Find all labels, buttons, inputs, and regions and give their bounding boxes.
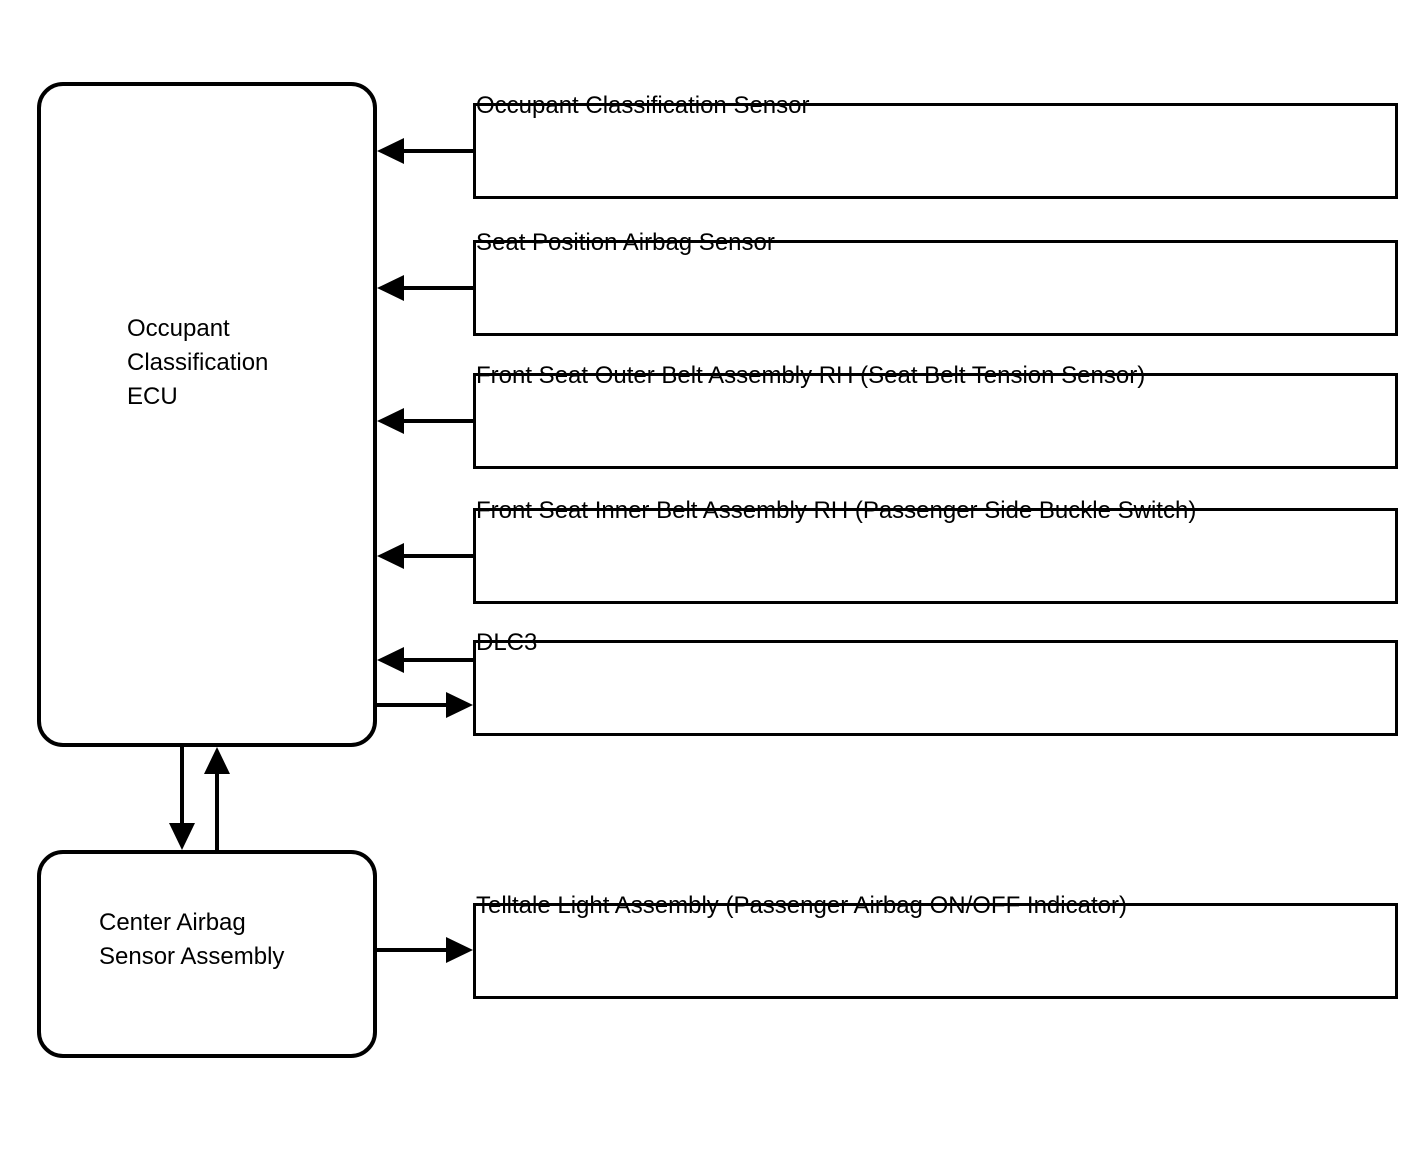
node-front-seat-inner-belt-assembly-rh[interactable]: Front Seat Inner Belt Assembly RH (Passe…: [473, 497, 1398, 604]
node-label-telltale-light-assembly: Telltale Light Assembly (Passenger Airba…: [476, 892, 1127, 919]
node-dlc3[interactable]: DLC3: [473, 629, 1398, 736]
connector-dlc3-to-ecu: [377, 647, 473, 673]
connector-center-airbag-to-telltale: [377, 937, 473, 963]
connector-ecu-to-dlc3: [377, 692, 473, 718]
node-occupant-classification-sensor[interactable]: Occupant Classification Sensor: [473, 92, 1398, 199]
node-label-center-airbag-sensor-assembly: Center Airbag Sensor Assembly: [99, 909, 285, 970]
node-label-dlc3: DLC3: [476, 629, 538, 656]
connector-center-airbag-to-ecu: [204, 747, 230, 850]
node-label-seat-position-airbag-sensor: Seat Position Airbag Sensor: [476, 229, 775, 256]
node-telltale-light-assembly[interactable]: Telltale Light Assembly (Passenger Airba…: [473, 892, 1398, 999]
node-center-airbag-sensor-assembly[interactable]: Center Airbag Sensor Assembly: [37, 850, 377, 1058]
connector-ocs-to-ecu: [377, 138, 473, 164]
connector-ecu-to-center-airbag: [169, 747, 195, 850]
connector-spas-to-ecu: [377, 275, 473, 301]
node-label-front-seat-inner-belt-assembly-rh: Front Seat Inner Belt Assembly RH (Passe…: [476, 497, 1197, 524]
node-seat-position-airbag-sensor[interactable]: Seat Position Airbag Sensor: [473, 229, 1398, 336]
node-label-occupant-classification-ecu: Occupant Classification ECU: [127, 315, 269, 410]
connector-inner-belt-to-ecu: [377, 543, 473, 569]
node-occupant-classification-ecu[interactable]: Occupant Classification ECU: [37, 82, 377, 747]
node-front-seat-outer-belt-assembly-rh[interactable]: Front Seat Outer Belt Assembly RH (Seat …: [473, 362, 1398, 469]
node-label-occupant-classification-sensor: Occupant Classification Sensor: [476, 92, 810, 119]
node-label-front-seat-outer-belt-assembly-rh: Front Seat Outer Belt Assembly RH (Seat …: [476, 362, 1146, 389]
connector-outer-belt-to-ecu: [377, 408, 473, 434]
